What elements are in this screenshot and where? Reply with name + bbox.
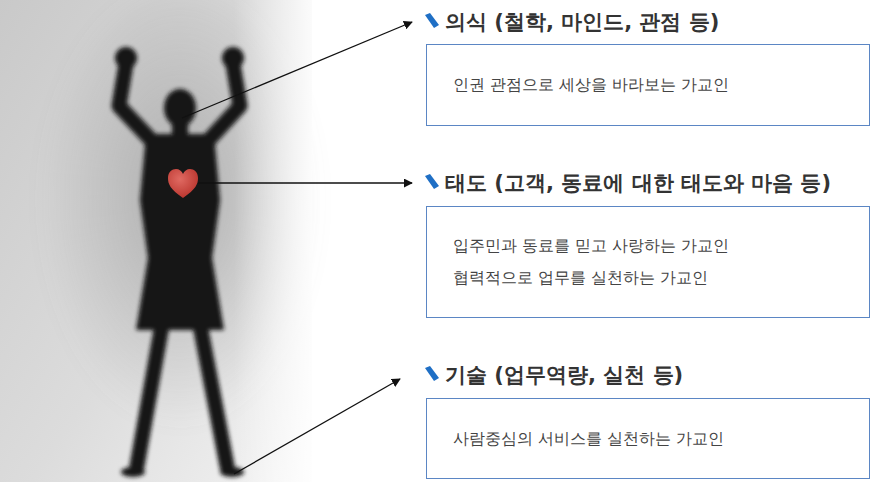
silhouette-body (136, 134, 224, 330)
silhouette-foot (121, 467, 145, 477)
silhouette-arm (207, 64, 240, 142)
heading-icon (425, 174, 439, 189)
leader-arrow (198, 182, 412, 183)
node-heading: 기술 (업무역량, 실천 등) (445, 361, 683, 389)
silhouette-fist (115, 47, 137, 69)
silhouette-foot (220, 467, 244, 477)
photo (0, 0, 320, 482)
silhouette (115, 47, 244, 477)
node-heading: 태도 (고객, 동료에 대한 태도와 마음 등) (445, 169, 831, 197)
silhouette-fist (222, 47, 244, 69)
text-box: 사람중심의 서비스를 실천하는 가교인 (426, 398, 870, 479)
leader-arrow (182, 22, 412, 118)
leader-arrow (234, 379, 400, 474)
photo-ground (0, 0, 312, 482)
silhouette-leg (200, 325, 227, 466)
text-box: 인권 관점으로 세상을 바라보는 가교인 (426, 44, 870, 126)
node-heading: 의식 (철학, 마인드, 관점 등) (445, 8, 719, 36)
box-text: 입주민과 동료를 믿고 사랑하는 가교인 (453, 230, 849, 262)
box-text: 인권 관점으로 세상을 바라보는 가교인 (453, 69, 849, 101)
box-text: 협력적으로 업무를 실천하는 가교인 (453, 262, 849, 294)
box-text: 사람중심의 서비스를 실천하는 가교인 (453, 423, 849, 455)
silhouette-leg (137, 325, 162, 466)
heading-icon (425, 13, 439, 28)
heading-icon (425, 366, 439, 381)
leader-lines (182, 22, 412, 474)
heart-symbol (168, 169, 198, 198)
text-box: 입주민과 동료를 믿고 사랑하는 가교인협력적으로 업무를 실천하는 가교인 (426, 206, 870, 318)
silhouette-head (164, 89, 196, 127)
silhouette-arm (119, 64, 153, 142)
photo-fade (0, 0, 312, 482)
